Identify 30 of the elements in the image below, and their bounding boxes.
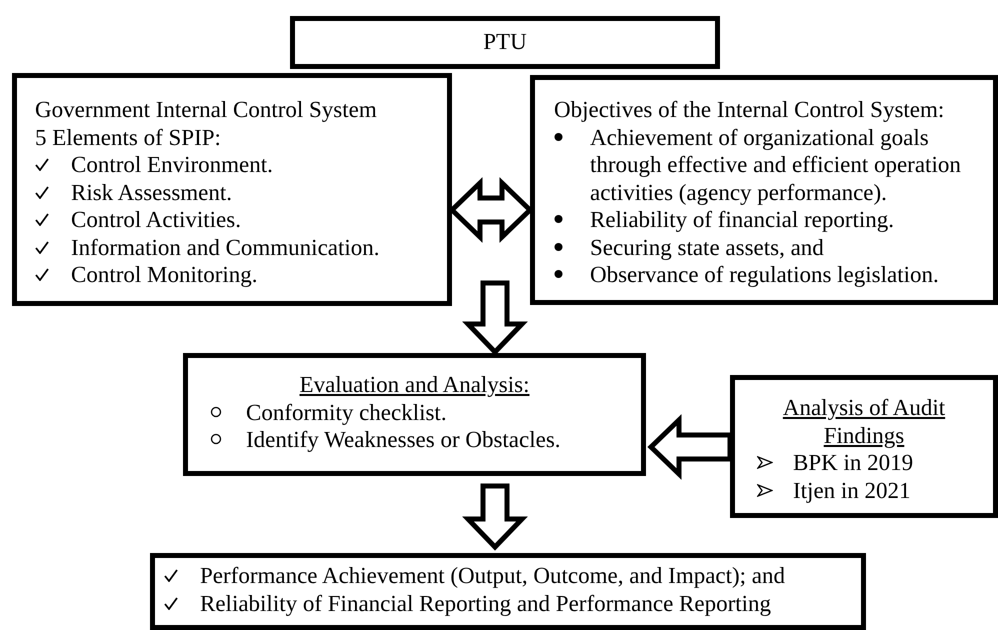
list-item-text: Reliability of Financial Reporting and Performance Reporting: [200, 590, 772, 617]
list-item-text: Information and Communication.: [71, 234, 380, 261]
block-arrow: [462, 280, 528, 356]
list-item-text: Control Activities.: [71, 206, 241, 234]
block-arrow: [462, 484, 528, 551]
text-box: [183, 353, 646, 476]
list-item-text: Control Environment.: [71, 151, 273, 178]
text-box: [12, 73, 452, 306]
list-item-text: Conformity checklist.: [246, 398, 447, 426]
block-arrow: [647, 414, 732, 480]
heading-text: Analysis of Audit Findings: [782, 394, 946, 449]
text-box: [150, 553, 866, 630]
list-item-text: Performance Achievement (Output, Outcome, and Impact); and: [200, 562, 786, 590]
list-item-text: Risk Assessment.: [71, 178, 232, 206]
text-box: [290, 16, 720, 69]
list-item-text: Itjen in 2021: [793, 476, 911, 504]
list-item-text: BPK in 2019: [793, 449, 914, 476]
list-item-text: Reliability of financial reporting.: [590, 206, 894, 234]
list-item-text: Identify Weaknesses or Obstacles.: [246, 426, 561, 454]
text-box: [730, 375, 998, 518]
heading-text: PTU: [482, 28, 528, 56]
text-box: [530, 75, 998, 305]
list-item-text: Achievement of organizational goals through effective and efficient operation activities (agency performance).: [590, 124, 962, 206]
list-item-text: Observance of regulations legislation.: [590, 261, 939, 288]
list-item-text: Securing state assets, and: [590, 234, 824, 261]
heading-text: Government Internal Control System: [35, 96, 378, 124]
heading-text: Evaluation and Analysis:: [298, 371, 530, 398]
list-item-text: Control Monitoring.: [71, 261, 258, 288]
subheading-text: 5 Elements of SPIP:: [35, 124, 222, 151]
heading-text: Objectives of the Internal Control System:: [554, 96, 946, 124]
